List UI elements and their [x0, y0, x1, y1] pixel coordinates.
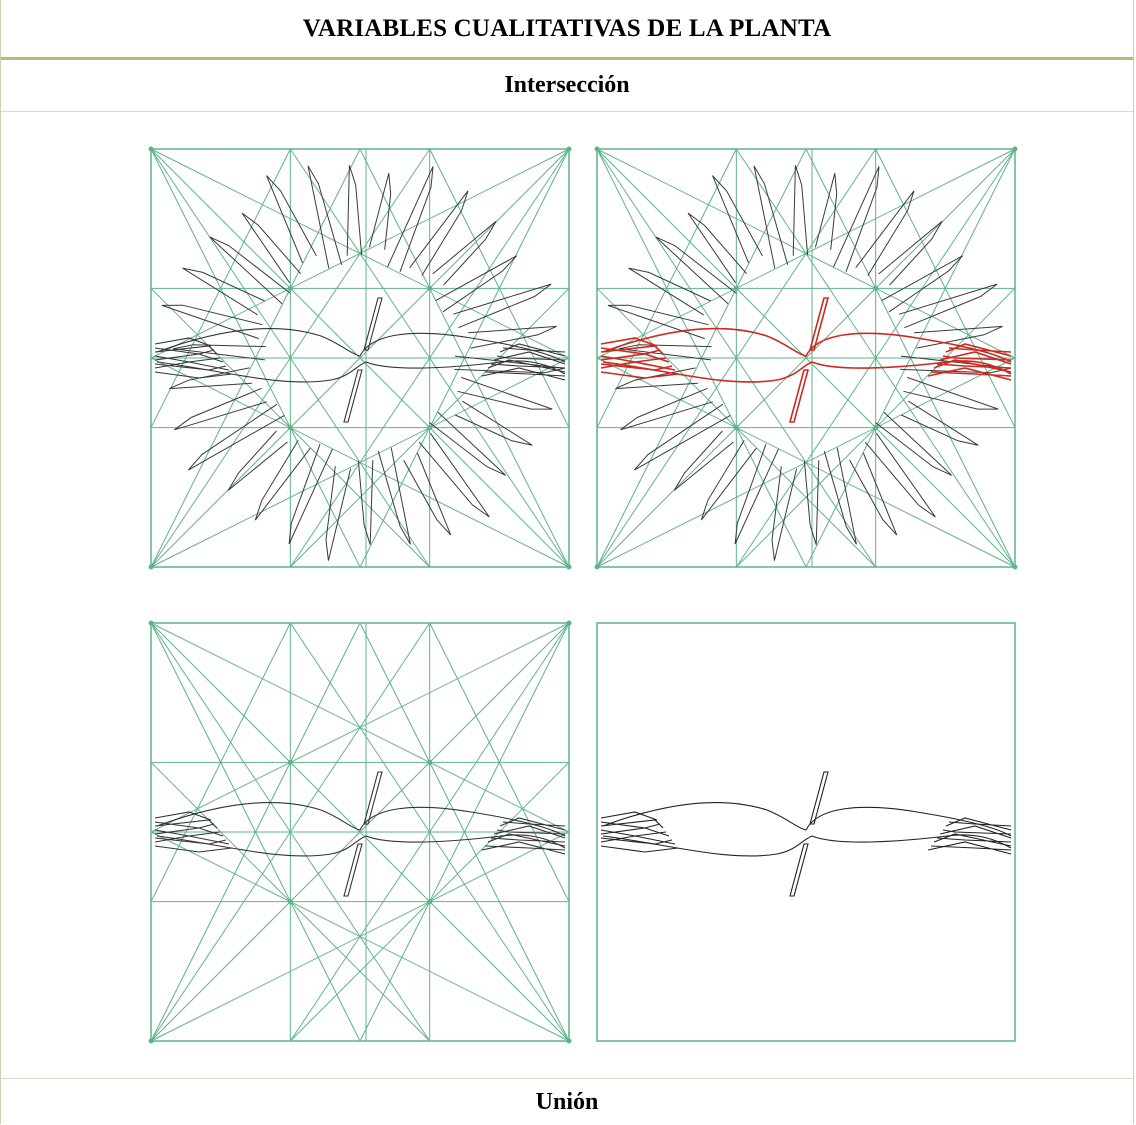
plant-spike	[343, 297, 383, 423]
grid-node	[287, 899, 293, 905]
grid-node	[733, 285, 739, 291]
grid-node	[873, 425, 879, 431]
grid-node	[427, 285, 433, 291]
grid-node	[148, 564, 154, 570]
panel-top-left	[148, 146, 572, 570]
grid-diagonal	[596, 148, 1016, 568]
grid-node	[873, 285, 879, 291]
grid-node	[287, 759, 293, 765]
grid-star-line	[289, 622, 570, 1042]
grid-star-line	[596, 148, 807, 568]
grid-node	[287, 285, 293, 291]
grid-star-line	[150, 148, 291, 428]
grid-star-line	[150, 622, 361, 1042]
grid-star-line	[359, 148, 570, 568]
grid-diagonal	[150, 622, 570, 1042]
grid-star-line	[429, 148, 570, 428]
grid-node	[566, 564, 572, 570]
panel-bottom-left	[148, 620, 572, 1044]
section-heading-union: Unión	[1, 1078, 1133, 1125]
plant-tuft	[154, 337, 566, 381]
plant-geometry-figure	[148, 146, 1018, 1044]
grid-node	[148, 146, 154, 152]
plant-tuft	[600, 337, 1012, 381]
grid-node	[287, 425, 293, 431]
grid-node	[594, 146, 600, 152]
grid-star-line	[150, 622, 431, 1042]
grid-node	[566, 1038, 572, 1044]
grid-node	[1012, 146, 1018, 152]
grid-node	[733, 425, 739, 431]
panel-top-right	[594, 146, 1018, 570]
grid-node	[594, 564, 600, 570]
grid-diagonal	[150, 148, 570, 568]
plant-spike	[343, 771, 383, 897]
grid-star-line	[735, 148, 1016, 568]
panel-frame	[596, 622, 1016, 1042]
section-heading-intersection: Intersección	[1, 60, 1133, 112]
plant-tuft	[154, 811, 566, 855]
grid-node	[566, 146, 572, 152]
plant-tuft	[600, 811, 1012, 855]
grid-node	[148, 1038, 154, 1044]
grid-node	[566, 620, 572, 626]
grid-node	[148, 620, 154, 626]
grid-star-line	[429, 622, 570, 902]
grid-star-line	[805, 148, 1016, 568]
grid-star-line	[359, 622, 570, 1042]
plant-spike	[788, 297, 830, 423]
plant-spike	[789, 771, 829, 897]
grid-node	[1012, 564, 1018, 570]
grid-node	[427, 425, 433, 431]
panel-bottom-right	[596, 622, 1016, 1042]
grid-node	[427, 899, 433, 905]
leaf-rosette	[161, 165, 565, 561]
grid-star-line	[596, 148, 877, 568]
grid-star-line	[150, 148, 361, 568]
grid-star-line	[150, 148, 431, 568]
table-title: VARIABLES CUALITATIVAS DE LA PLANTA	[302, 14, 832, 42]
grid-star-line	[289, 148, 570, 568]
grid-star-line	[875, 148, 1016, 428]
grid-star-line	[596, 148, 737, 428]
grid-star-line	[150, 622, 291, 902]
header-divider	[1, 57, 1133, 60]
grid-node	[427, 759, 433, 765]
